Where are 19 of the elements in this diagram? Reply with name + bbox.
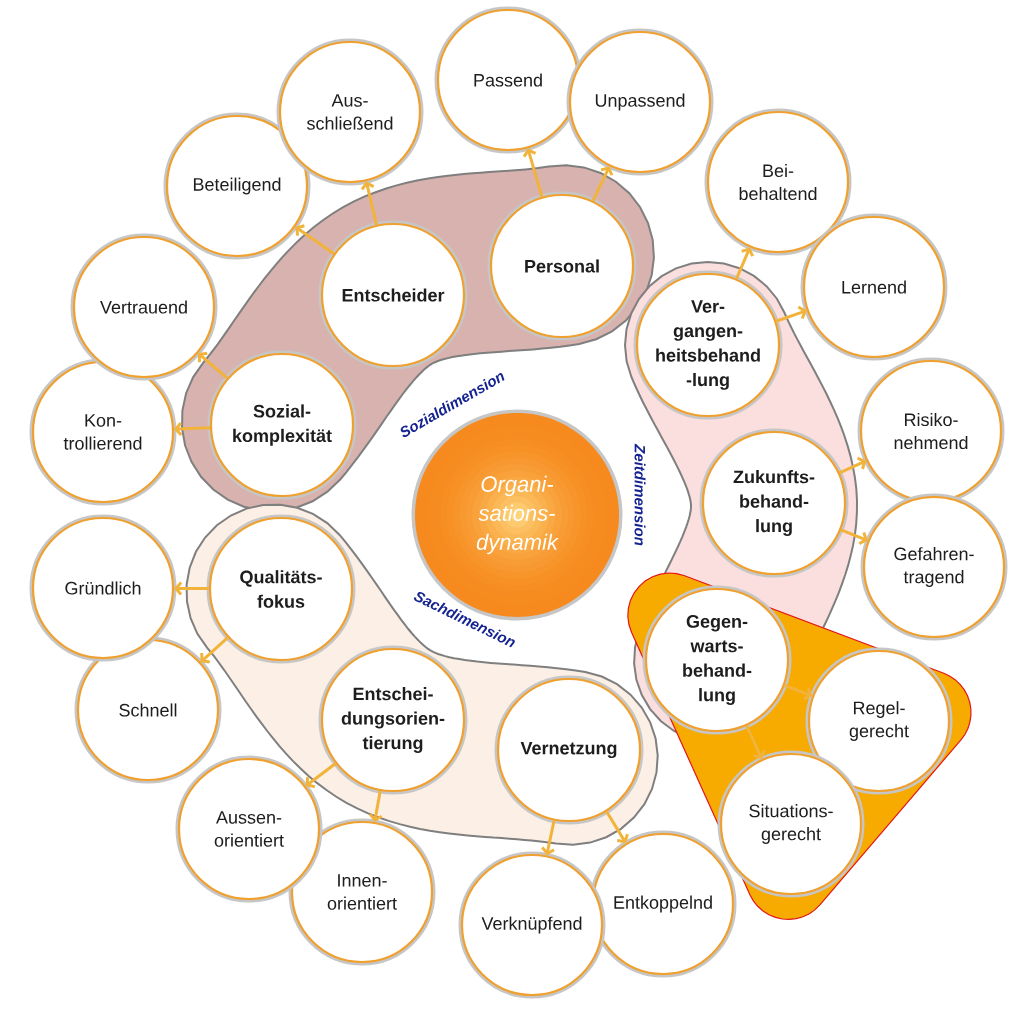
arrow bbox=[775, 305, 807, 323]
arrow bbox=[522, 148, 544, 198]
arrow bbox=[605, 810, 629, 844]
arrow bbox=[783, 684, 813, 701]
arrow bbox=[368, 790, 383, 823]
arrow bbox=[197, 351, 229, 380]
arrow bbox=[541, 820, 556, 856]
arrow bbox=[174, 581, 209, 596]
arrow bbox=[174, 422, 211, 436]
group-label: Zeitdimension bbox=[634, 443, 646, 546]
arrow bbox=[838, 456, 867, 475]
arrow bbox=[360, 181, 378, 226]
arrow bbox=[305, 762, 337, 789]
arrow bbox=[745, 725, 766, 760]
arrow bbox=[200, 636, 229, 664]
arrow bbox=[735, 247, 755, 280]
arrow bbox=[591, 166, 614, 202]
arrow bbox=[840, 528, 868, 545]
arrow bbox=[295, 224, 335, 255]
